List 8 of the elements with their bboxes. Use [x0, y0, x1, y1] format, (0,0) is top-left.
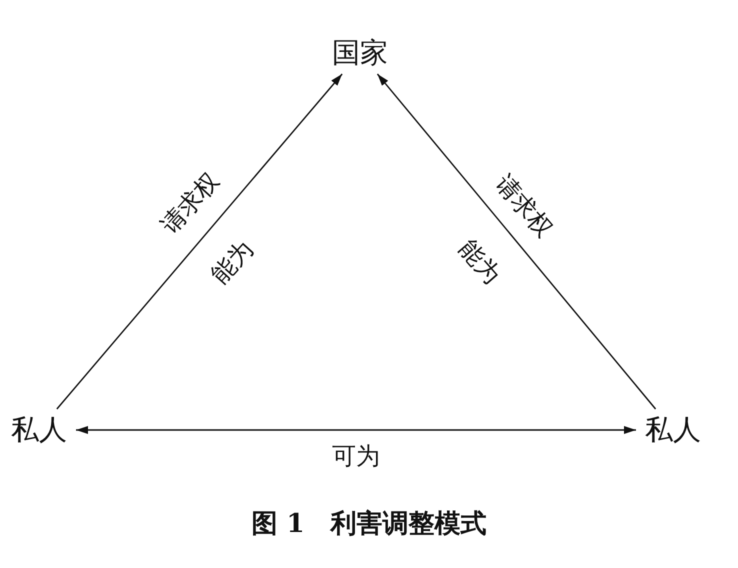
node-label: 国家: [326, 36, 394, 70]
arrow: [76, 426, 636, 434]
edge-label: 可为: [332, 442, 380, 470]
node-label: 私人: [640, 413, 706, 447]
node-label: 私人: [6, 413, 72, 447]
arrow: [376, 74, 656, 410]
arrow: [56, 74, 343, 410]
caption: 图 1 利害调整模式: [250, 508, 488, 541]
